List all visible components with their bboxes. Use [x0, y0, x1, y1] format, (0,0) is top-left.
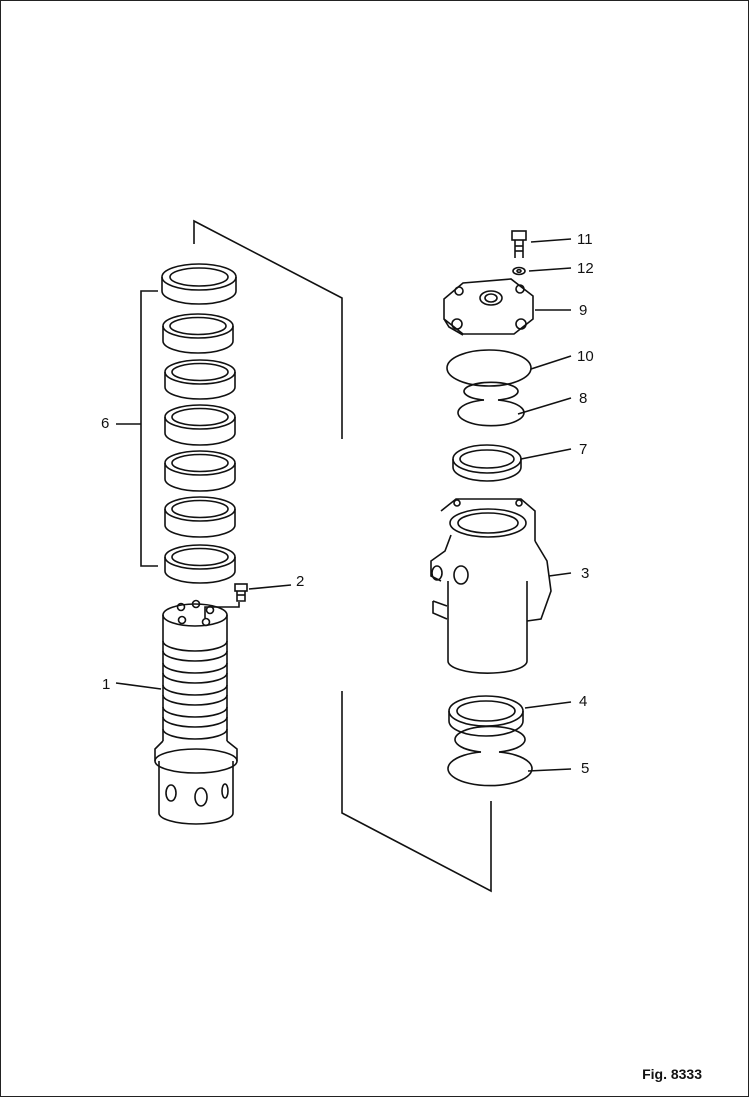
- part-12-washer: [512, 266, 572, 276]
- part-7-ring: [452, 444, 572, 482]
- callout-2: 2: [296, 573, 305, 590]
- callout-3: 3: [581, 565, 590, 582]
- part-8-snap-ring: [457, 381, 572, 427]
- part-3-housing: [430, 498, 572, 674]
- callout-10: 10: [577, 348, 594, 365]
- part-5-retaining-ring: [447, 725, 572, 787]
- callout-6: 6: [101, 415, 110, 432]
- part-6-seal-rings: [116, 263, 237, 584]
- figure-label: Fig. 8333: [642, 1066, 702, 1082]
- callout-1: 1: [102, 676, 111, 693]
- callout-4: 4: [579, 693, 588, 710]
- part-2-plug: [204, 583, 292, 618]
- callout-8: 8: [579, 390, 588, 407]
- part-10-o-ring: [446, 349, 572, 387]
- part-9-cover: [443, 278, 571, 336]
- part-11-bolt: [511, 230, 572, 258]
- part-1-center-shaft: [115, 599, 238, 825]
- assembly-bracket-lines: [193, 219, 492, 893]
- part-4-bearing: [448, 695, 572, 737]
- callout-7: 7: [579, 441, 588, 458]
- callout-12: 12: [577, 260, 594, 277]
- callout-5: 5: [581, 760, 590, 777]
- callout-9: 9: [579, 302, 588, 319]
- callout-11: 11: [577, 231, 593, 248]
